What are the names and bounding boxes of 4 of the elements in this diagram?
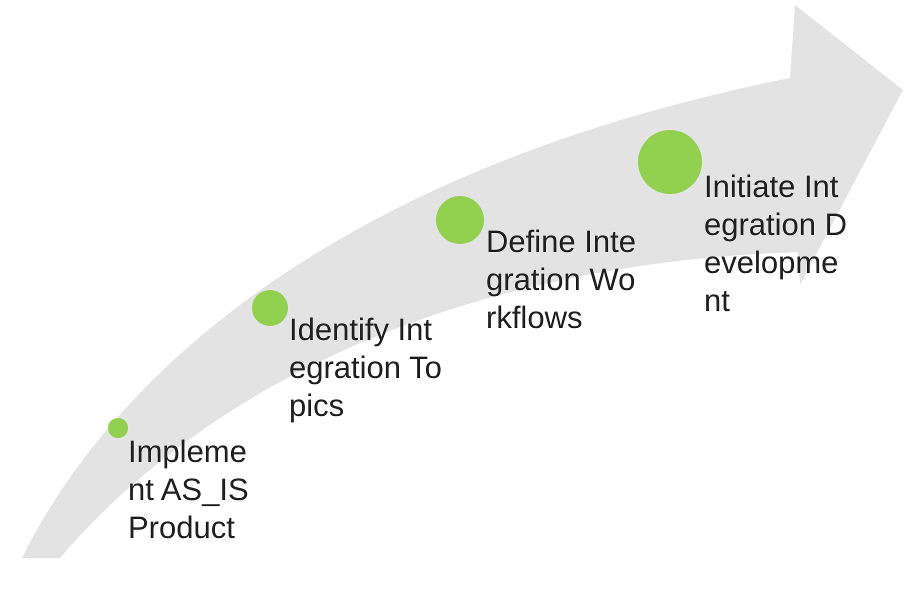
step-label: Initiate Integration Development [704, 168, 848, 320]
step-label: Implement AS_IS Product [128, 433, 250, 547]
step-label: Define Integration Workflows [486, 223, 636, 337]
step-label: Identify Integration Topics [289, 311, 443, 425]
